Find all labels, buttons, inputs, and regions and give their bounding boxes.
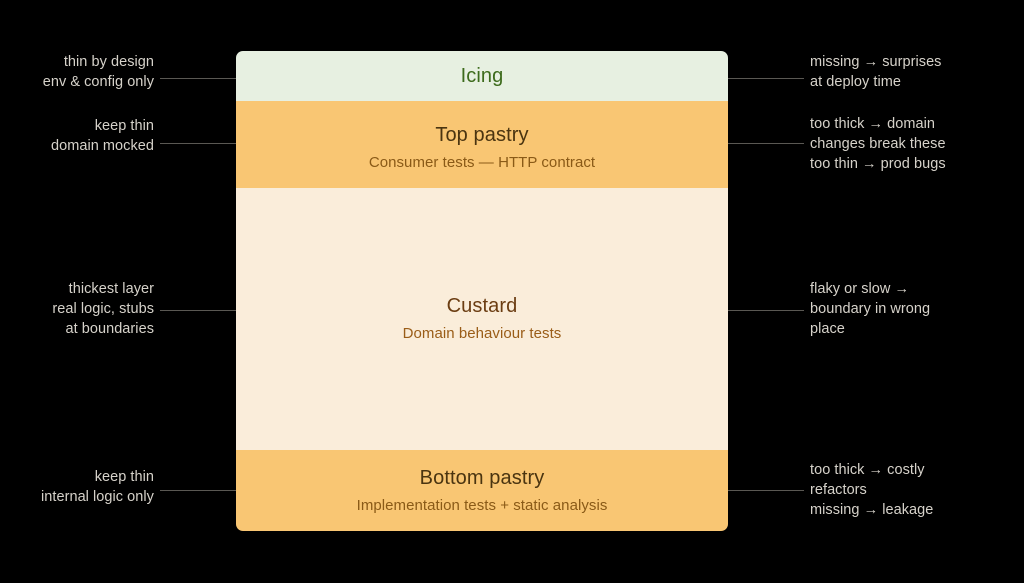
layer-custard-subtitle: Domain behaviour tests xyxy=(402,325,562,342)
layer-icing-title: Icing xyxy=(460,65,504,87)
layer-stack: Icing Top pastry Consumer tests — HTTP c… xyxy=(236,51,728,531)
layer-custard[interactable]: Custard Domain behaviour tests xyxy=(236,188,728,450)
leader-line-top-pastry-right xyxy=(728,143,804,144)
layer-custard-title: Custard xyxy=(446,295,518,317)
layer-bottom-pastry-title: Bottom pastry xyxy=(419,466,545,489)
layer-top-pastry-subtitle: Consumer tests — HTTP contract xyxy=(368,153,596,171)
leader-line-top-pastry-left xyxy=(160,143,236,144)
annotation-top-pastry-right: too thick → domain changes break these t… xyxy=(810,116,946,172)
layer-top-pastry-title: Top pastry xyxy=(435,123,529,146)
annotation-icing-left: thin by design env & config only xyxy=(42,54,154,90)
leader-line-custard-left xyxy=(160,310,236,311)
leader-line-bottom-pastry-left xyxy=(160,490,236,491)
layer-icing[interactable]: Icing xyxy=(236,51,728,101)
annotation-bottom-pastry-left: keep thin internal logic only xyxy=(41,469,154,505)
annotation-top-pastry-left: keep thin domain mocked xyxy=(50,118,154,154)
layer-bottom-pastry[interactable]: Bottom pastry Implementation tests + sta… xyxy=(236,450,728,531)
leader-line-custard-right xyxy=(728,310,804,311)
leader-line-icing-right xyxy=(728,78,804,79)
leader-line-icing-left xyxy=(160,78,236,79)
annotation-custard-right: flaky or slow → boundary in wrong place xyxy=(810,281,931,337)
layer-bottom-pastry-subtitle: Implementation tests + static analysis xyxy=(356,496,608,514)
annotation-icing-right: missing → surprises at deploy time xyxy=(810,54,942,90)
layer-top-pastry[interactable]: Top pastry Consumer tests — HTTP contrac… xyxy=(236,101,728,188)
annotation-bottom-pastry-right: too thick → costly refactors missing → l… xyxy=(810,462,934,518)
annotation-custard-left: thickest layer real logic, stubs at boun… xyxy=(52,281,154,337)
leader-line-bottom-pastry-right xyxy=(728,490,804,491)
